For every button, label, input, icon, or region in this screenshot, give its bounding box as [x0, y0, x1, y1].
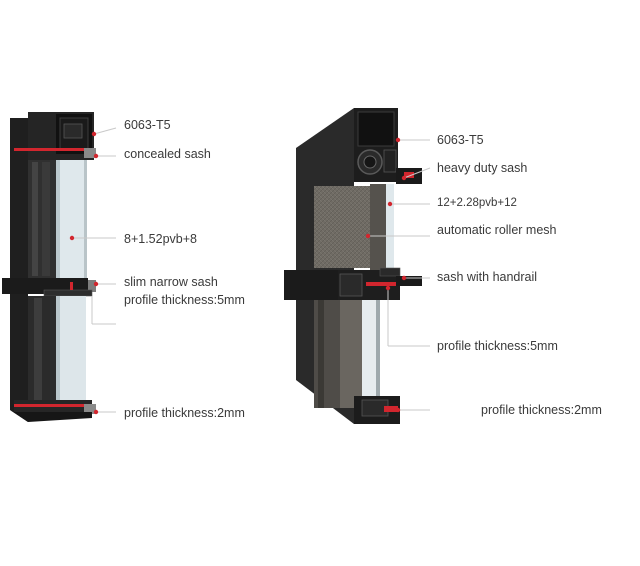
left-frame-side — [10, 118, 28, 422]
right-label-glass: 12+2.28pvb+12 — [437, 197, 517, 209]
left-label-profile-thickness-2: profile thickness:2mm — [124, 406, 245, 420]
right-leader-lines — [368, 139, 431, 411]
right-lower-mesh — [314, 300, 340, 408]
left-leader-dots — [69, 131, 99, 415]
left-leader-lines — [72, 127, 117, 413]
right-label-profile-thickness-2: profile thickness:2mm — [481, 403, 602, 417]
right-upper-glass — [386, 184, 394, 270]
right-label-alloy: 6063-T5 — [437, 133, 484, 147]
left-top-red-strip — [14, 148, 84, 151]
left-label-concealed-sash: concealed sash — [124, 147, 211, 161]
left-lower-glass — [56, 296, 86, 408]
left-label-profile-thickness-5: profile thickness:5mm — [124, 293, 245, 307]
right-leader-dots — [365, 137, 407, 413]
right-handrail-block — [284, 270, 338, 300]
right-label-handrail-sash: sash with handrail — [437, 270, 538, 284]
right-label-heavy-sash: heavy duty sash — [437, 161, 528, 175]
left-label-glass: 8+1.52pvb+8 — [124, 232, 197, 246]
right-label-roller-mesh: automatic roller mesh — [437, 223, 557, 237]
left-bottom-red-strip — [14, 404, 84, 407]
left-upper-glass — [56, 160, 86, 278]
left-label-alloy: 6063-T5 — [124, 118, 171, 132]
right-lower-glass — [362, 300, 376, 408]
left-window-section — [2, 112, 96, 422]
left-label-slim-sash: slim narrow sash — [124, 275, 218, 289]
right-label-profile-thickness-5: profile thickness:5mm — [437, 339, 558, 353]
right-window-section — [284, 108, 422, 424]
